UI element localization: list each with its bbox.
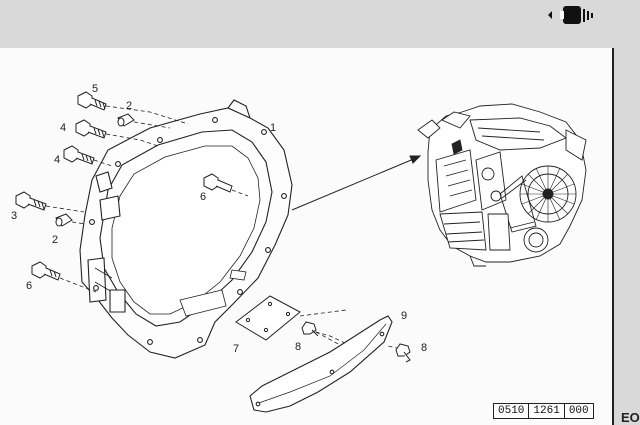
callout-6-lower: 6: [26, 280, 32, 292]
lower-shield-9: [249, 315, 393, 413]
callout-9: 9: [401, 310, 407, 322]
reference-part-3: 000: [563, 404, 593, 418]
bolt-3: [15, 191, 47, 211]
reference-part-1: 0510: [498, 405, 525, 417]
bolt-5: [77, 91, 107, 111]
callout-5: 5: [92, 83, 98, 95]
dowel-2-lower: [55, 213, 73, 227]
engine-reference-leader: [291, 155, 422, 211]
engine-sound-icon: [548, 6, 593, 24]
bolt-6-lower: [31, 261, 61, 281]
bolt-4b: [63, 145, 95, 165]
callout-8-left: 8: [295, 341, 301, 353]
page-edge: [612, 48, 614, 425]
page-corner-marker: EO: [621, 410, 640, 425]
bell-housing-part: [79, 99, 293, 359]
callout-1: 1: [270, 122, 276, 134]
callout-8-right: 8: [421, 342, 427, 354]
callout-4-upper: 4: [60, 122, 66, 134]
cover-plate-7: [235, 295, 301, 341]
callout-2-lower: 2: [52, 234, 58, 246]
bolt-8a: [301, 321, 319, 337]
callout-labels: 1 2 2 3 4 4 5 6 6 7 8 8 9: [11, 83, 427, 355]
bolt-8b: [395, 343, 411, 363]
bolt-6-upper: [203, 173, 233, 193]
callout-7: 7: [233, 343, 239, 355]
callout-3: 3: [11, 210, 17, 222]
drawing-reference-number: 0510 1261 000: [493, 403, 594, 419]
reference-part-2: 1261: [528, 404, 563, 418]
callout-6-upper: 6: [200, 191, 206, 203]
dowel-2-upper: [117, 113, 135, 127]
callout-4-lower: 4: [54, 154, 60, 166]
engine-assembly-illustration: [417, 103, 587, 267]
bolt-4a: [75, 119, 107, 139]
callout-2-upper: 2: [126, 100, 132, 112]
